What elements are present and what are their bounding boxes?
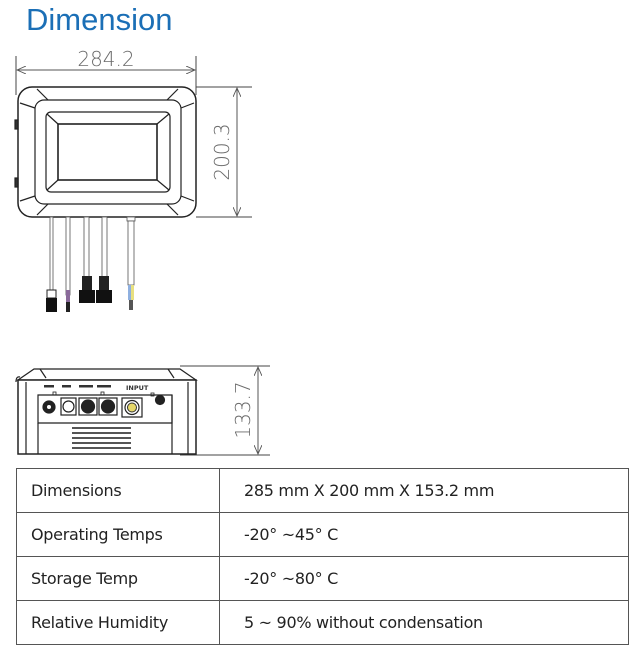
spec-label: Relative Humidity (16, 600, 220, 645)
spec-value: -20° ~45° C (219, 512, 629, 557)
spec-label: Dimensions (16, 468, 220, 513)
spec-table: Dimensions 285 mm X 200 mm X 153.2 mm Op… (16, 468, 629, 645)
table-row: Dimensions 285 mm X 200 mm X 153.2 mm (16, 468, 629, 513)
spec-label: Storage Temp (16, 556, 220, 601)
width-dimension-label: 284.2 (77, 47, 134, 71)
top-view-height-dimension: 200.3 (196, 86, 252, 218)
input-port-label: INPUT (126, 384, 149, 392)
spec-label: Operating Temps (16, 512, 220, 557)
vent-grid (72, 427, 131, 449)
cable-3 (79, 216, 95, 303)
device-top-view (14, 86, 197, 218)
spec-value: 285 mm X 200 mm X 153.2 mm (219, 468, 629, 513)
side-view-port-labels: INPUT (44, 384, 149, 392)
device-side-view (15, 368, 198, 455)
cable-4 (96, 216, 112, 303)
cable-2 (65, 216, 71, 312)
top-view-width-dimension: 284.2 (15, 47, 197, 95)
table-row: Operating Temps -20° ~45° C (16, 512, 629, 557)
spec-value: 5 ~ 90% without condensation (219, 600, 629, 645)
page-title: Dimension (26, 2, 173, 37)
side-view-height-dimension: 133.7 (180, 365, 270, 456)
technical-drawing: 284.2 200.3 (14, 47, 270, 456)
height-dimension-label: 200.3 (210, 123, 234, 180)
table-row: Relative Humidity 5 ~ 90% without conden… (16, 600, 629, 645)
table-row: Storage Temp -20° ~80° C (16, 556, 629, 601)
cable-1 (46, 216, 57, 312)
cable-5 (126, 216, 136, 310)
depth-dimension-label: 133.7 (231, 381, 255, 438)
cables (46, 216, 136, 312)
spec-value: -20° ~80° C (219, 556, 629, 601)
